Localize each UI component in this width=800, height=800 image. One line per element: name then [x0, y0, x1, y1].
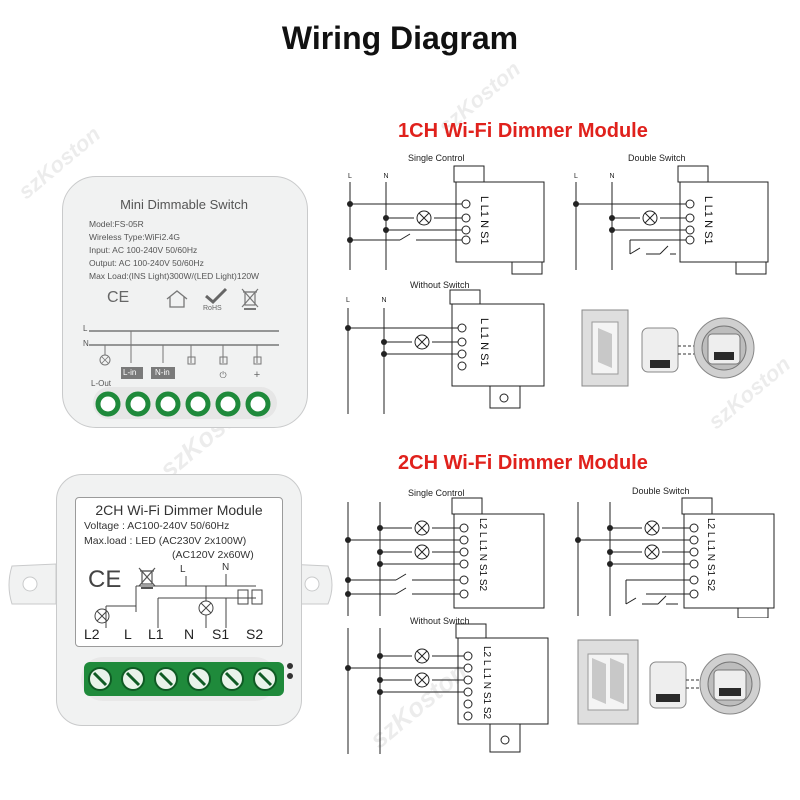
device-1ch-terminal-lout: L-Out: [91, 379, 112, 388]
terminal-l: L: [705, 531, 716, 538]
weee-bin-icon: [138, 567, 156, 589]
device-1ch-title: Mini Dimmable Switch: [120, 197, 248, 212]
terminal-n: N: [478, 342, 490, 351]
diagram-1ch-single-control: L N: [347, 165, 545, 275]
device-2ch-label: 2CH Wi-Fi Dimmer Module Voltage : AC100-…: [75, 497, 283, 647]
label-terminal-l: L: [124, 626, 132, 642]
terminal-l: L: [478, 196, 490, 202]
terminals-2ch-without: L2 L L1 N S1 S2: [480, 646, 492, 736]
terminal-l2: L2: [705, 518, 716, 530]
wire-label-n: N: [383, 173, 388, 180]
device-1ch-input: Input: AC 100-240V 50/60Hz: [89, 245, 198, 255]
device-1ch-label: Mini Dimmable Switch Model:FS-05R Wirele…: [73, 189, 295, 388]
label-terminal-s2: S2: [246, 626, 264, 642]
terminal-s1: S1: [477, 563, 488, 577]
label-terminal-l2: L2: [84, 626, 100, 642]
terminals-1ch-single: L L1 N S1: [478, 196, 490, 256]
terminal-l1: L1: [702, 204, 714, 218]
terminal-l1: L1: [705, 539, 716, 552]
device-1ch-rail-n: N: [83, 339, 89, 348]
terminals-1ch-without: L L1 N S1: [478, 318, 490, 378]
terminal-n: N: [477, 553, 488, 562]
terminal-s1: S1: [478, 231, 490, 245]
section-1ch-without-label: Without Switch: [410, 280, 470, 290]
section-1ch-single-label: Single Control: [408, 153, 465, 163]
section-2ch-title: 2CH Wi-Fi Dimmer Module: [398, 452, 648, 474]
terminal-s1: S1: [702, 231, 714, 245]
device-2ch-wire-n: N: [222, 562, 230, 573]
led-dots: [287, 663, 293, 679]
terminal-n: N: [702, 220, 714, 229]
diagram-2ch-double-switch: [575, 497, 775, 618]
device-2ch-schematic: [94, 574, 263, 628]
terminal-s2: S2: [477, 578, 488, 592]
terminal-s2: S2: [705, 578, 716, 592]
installation-illustration-2ch: [577, 639, 761, 725]
device-2ch-label-terminals: L2 L L1 N S1 S2: [84, 626, 280, 644]
device-1ch-maxload: Max Load:(INS Light)300W/(LED Light)120W: [89, 271, 260, 281]
ce-mark: CE: [88, 566, 122, 593]
diagram-1ch-without-switch: L N: [345, 289, 545, 414]
device-2ch-title: 2CH Wi-Fi Dimmer Module: [95, 502, 263, 518]
terminal-s1: S1: [705, 563, 716, 577]
terminal-n: N: [705, 553, 716, 562]
terminal-s2: S2: [481, 706, 492, 720]
ce-mark: CE: [107, 289, 130, 306]
device-2ch-maxload: Max.load : LED (AC230V 2x100W): [84, 535, 247, 547]
terminal-n: N: [481, 681, 492, 690]
wire-label-n: N: [381, 297, 386, 304]
terminal-s1: S1: [478, 353, 490, 367]
installation-illustration-1ch: [581, 309, 755, 387]
label-terminal-l1: L1: [148, 626, 164, 642]
terminal-s1: S1: [481, 691, 492, 705]
diagram-2ch-without-switch: [345, 623, 549, 754]
terminal-l: L: [478, 318, 490, 324]
wire-label-n: N: [609, 173, 614, 180]
terminals-1ch-double: L L1 N S1: [702, 196, 714, 256]
svg-text:⏻: ⏻: [219, 370, 226, 380]
device-2ch-wire-l: L: [180, 564, 186, 575]
section-1ch-title: 1CH Wi-Fi Dimmer Module: [398, 120, 648, 142]
device-1ch-output: Output: AC 100-240V 50/60Hz: [89, 258, 204, 268]
wire-label-l: L: [574, 173, 578, 180]
terminal-l1: L1: [477, 539, 488, 552]
device-1ch-rail-l: L: [83, 324, 88, 333]
checkmark-icon: [205, 287, 228, 305]
device-1ch-model: Model:FS-05R: [89, 219, 144, 229]
terminal-l1: L1: [478, 326, 490, 340]
device-1ch-wireless: Wireless Type:WiFi2.4G: [89, 232, 181, 242]
terminal-l2: L2: [481, 646, 492, 658]
label-terminal-s1: S1: [212, 626, 230, 642]
section-2ch-single-label: Single Control: [408, 488, 465, 498]
page-title: Wiring Diagram: [281, 20, 519, 56]
terminal-l1: L1: [478, 204, 490, 218]
device-1ch-terminal-lin: L-in: [123, 368, 137, 377]
terminal-l: L: [477, 531, 488, 538]
section-2ch-without-label: Without Switch: [410, 616, 470, 626]
wire-label-l: L: [346, 297, 350, 304]
label-terminal-n: N: [184, 626, 195, 642]
device-1ch-screw-terminals: [95, 391, 271, 417]
rohs-mark: RoHS: [203, 305, 222, 312]
weee-bin-icon: [241, 288, 259, 310]
device-1ch-terminal-nin: N-in: [155, 368, 170, 377]
device-2ch-maxload-2: (AC120V 2x60W): [172, 549, 254, 561]
svg-text:+: +: [254, 369, 260, 381]
terminal-l: L: [702, 196, 714, 202]
terminals-2ch-single: L2 L L1 N S1 S2: [476, 518, 488, 608]
diagram-2ch-single-control: [345, 497, 545, 616]
terminals-2ch-double: L2 L L1 N S1 S2: [704, 518, 716, 608]
terminal-l: L: [481, 659, 492, 666]
terminal-l1: L1: [481, 667, 492, 680]
terminal-l2: L2: [477, 518, 488, 530]
device-1ch-schematic: ⏻ +: [89, 330, 279, 381]
diagram-1ch-double-switch: L N: [573, 165, 769, 275]
home-icon: [166, 290, 188, 308]
section-2ch-double-label: Double Switch: [632, 486, 690, 496]
device-2ch-screw-terminals: [84, 662, 284, 696]
device-2ch-voltage: Voltage : AC100-240V 50/60Hz: [84, 520, 230, 532]
wire-label-l: L: [348, 173, 352, 180]
terminal-n: N: [478, 220, 490, 229]
section-1ch-double-label: Double Switch: [628, 153, 686, 163]
